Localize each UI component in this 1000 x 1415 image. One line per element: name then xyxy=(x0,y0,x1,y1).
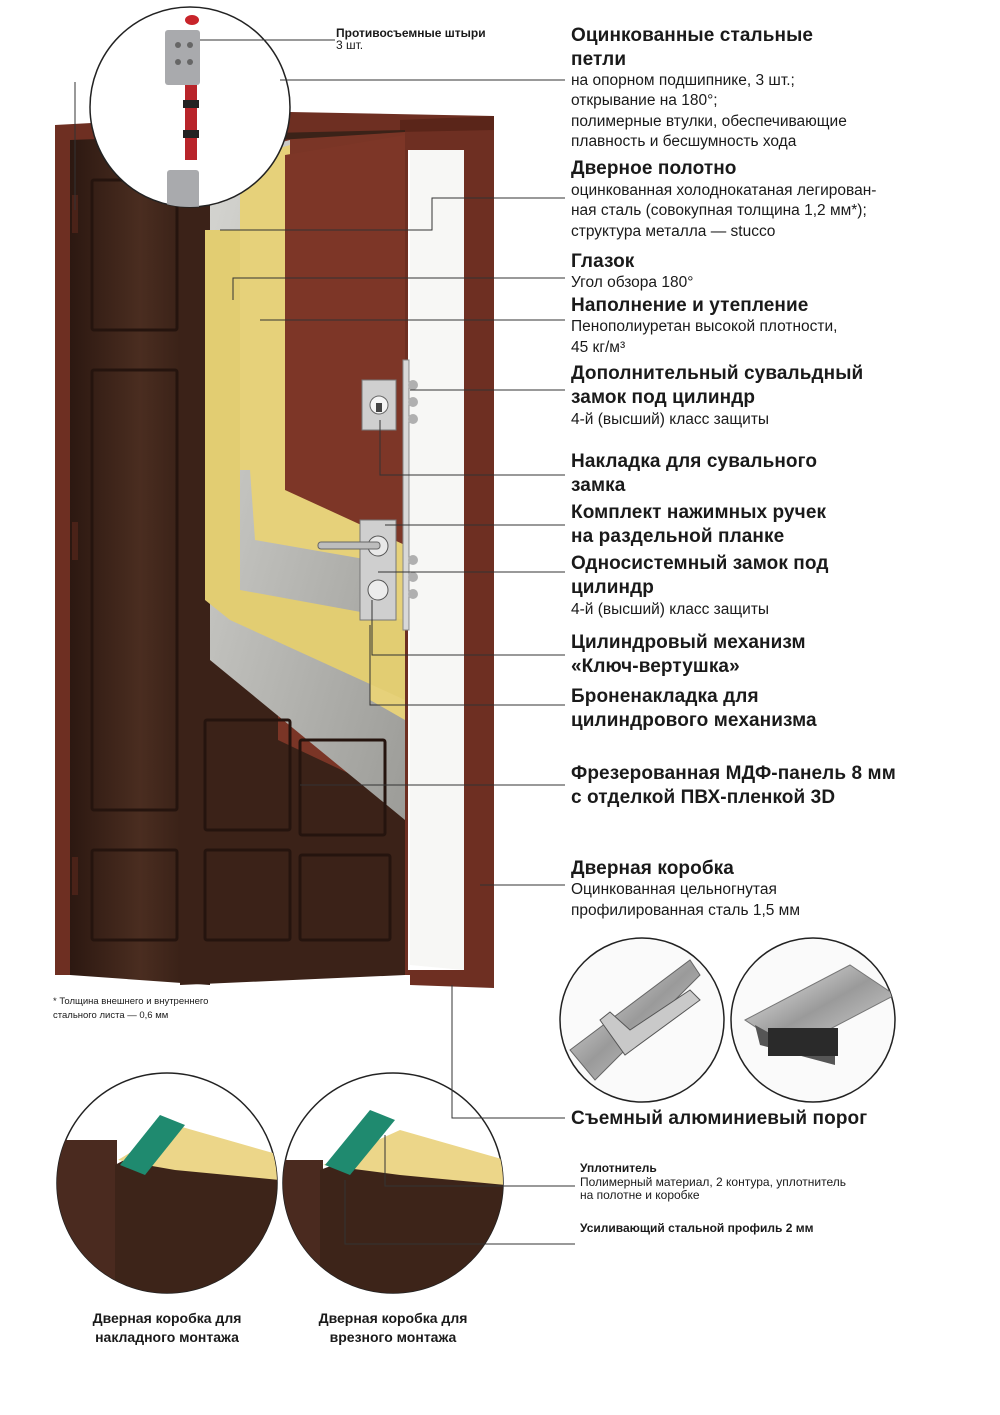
overlay-caption-line-1: Дверная коробка для xyxy=(92,1310,242,1326)
seal-desc-1: Полимерный материал, 2 контура, уплотнит… xyxy=(580,1175,847,1189)
overlay-caption: Дверная коробка для накладного монтажа xyxy=(57,1309,277,1347)
hinges-desc-1: на опорном подшипнике, 3 шт.; xyxy=(571,72,795,89)
mdf-title-1: Фрезерованная МДФ-панель 8 мм xyxy=(571,763,896,784)
overlay-frame-circle xyxy=(56,1072,278,1294)
mortise-caption: Дверная коробка для врезного монтажа xyxy=(283,1309,503,1347)
mortise-caption-line-2: врезного монтажа xyxy=(329,1329,457,1345)
footnote-line-2: стального листа — 0,6 мм xyxy=(53,1010,169,1021)
peephole-desc: Угол обзора 180° xyxy=(571,274,694,291)
threshold-title: Съемный алюминиевый порог xyxy=(571,1108,868,1129)
main-lock-title-2: цилиндр xyxy=(571,577,654,598)
main-lock-desc: 4-й (высший) класс защиты xyxy=(571,601,770,618)
mortise-frame-circle xyxy=(282,1072,504,1294)
leaf-title: Дверное полотно xyxy=(571,158,737,179)
footnote-line-1: * Толщина внешнего и внутреннего xyxy=(53,996,209,1007)
profile-title: Усиливающий стальной профиль 2 мм xyxy=(580,1221,814,1235)
hinges-desc-3: полимерные втулки, обеспечивающие xyxy=(571,113,847,130)
hinges-title-2: петли xyxy=(571,49,627,70)
overlay-caption-line-2: накладного монтажа xyxy=(95,1329,239,1345)
leaf-desc-3: структура металла — stucco xyxy=(571,223,776,240)
hinges-title-1: Оцинкованные стальные xyxy=(571,25,814,46)
seal-desc-2: на полотне и коробке xyxy=(580,1188,700,1202)
hinge-detail-circle xyxy=(89,6,291,208)
extra-lock-title-2: замок под цилиндр xyxy=(571,387,756,408)
cylinder-title-1: Цилиндровый механизм xyxy=(571,632,806,653)
pins-desc: 3 шт. xyxy=(336,38,364,52)
lock-hardware xyxy=(317,359,418,631)
armor-title-1: Броненакладка для xyxy=(571,686,759,707)
frame-title: Дверная коробка xyxy=(571,858,734,879)
leader-lines xyxy=(74,39,575,1245)
mortise-caption-line-1: Дверная коробка для xyxy=(318,1310,468,1326)
main-lock-title-1: Односистемный замок под xyxy=(571,553,829,574)
seal-title: Уплотнитель xyxy=(580,1161,657,1175)
peephole-title: Глазок xyxy=(571,251,635,272)
leaf-desc-1: оцинкованная холоднокатаная легирован- xyxy=(571,182,877,199)
frame-desc-2: профилированная сталь 1,5 мм xyxy=(571,902,800,919)
handles-title-1: Комплект нажимных ручек xyxy=(571,502,827,523)
frame-desc-1: Оцинкованная цельногнутая xyxy=(571,881,777,898)
hinges-desc-2: открывание на 180°; xyxy=(571,92,718,109)
extra-lock-title-1: Дополнительный сувальдный xyxy=(571,363,864,384)
leaf-desc-2: ная сталь (совокупная толщина 1,2 мм*); xyxy=(571,202,867,219)
lock-plate-title-2: замка xyxy=(571,475,626,496)
threshold-circle-left xyxy=(559,937,725,1103)
cylinder-title-2: «Ключ-вертушка» xyxy=(571,656,740,677)
pins-title: Противосъемные штыри xyxy=(336,26,486,40)
threshold-circle-right xyxy=(730,937,896,1103)
handles-title-2: на раздельной планке xyxy=(571,526,785,547)
filling-title: Наполнение и утепление xyxy=(571,295,809,316)
filling-desc-2: 45 кг/м³ xyxy=(571,339,626,356)
lock-plate-title-1: Накладка для сувального xyxy=(571,451,818,472)
hinges-desc-4: плавность и бесшумность хода xyxy=(571,133,797,150)
door-leaf xyxy=(70,130,405,985)
filling-desc-1: Пенополиуретан высокой плотности, xyxy=(571,318,838,335)
extra-lock-desc: 4-й (высший) класс защиты xyxy=(571,411,770,428)
mdf-title-2: с отделкой ПВХ-пленкой 3D xyxy=(571,787,836,808)
armor-title-2: цилиндрового механизма xyxy=(571,710,817,731)
